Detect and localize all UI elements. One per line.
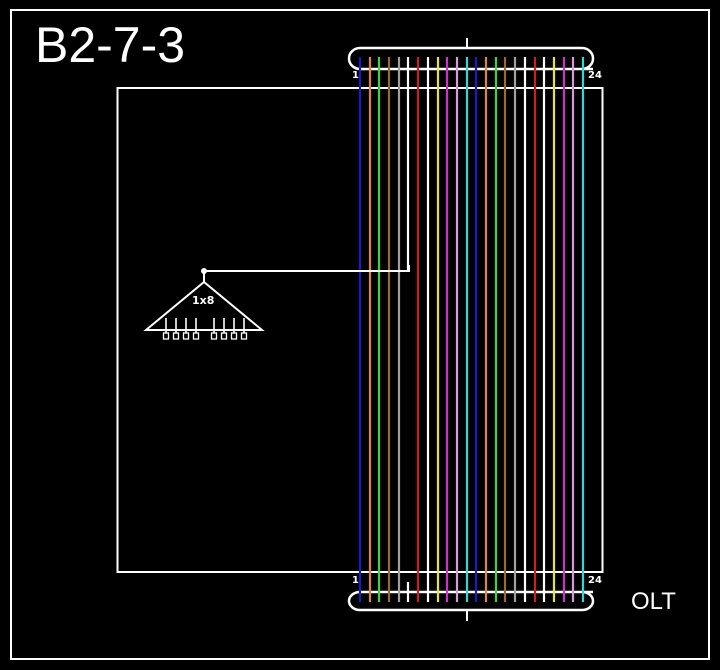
splitter-feeder-line [204, 265, 410, 272]
splitter-output-connector-3 [182, 332, 190, 340]
splitter-output-connector-2 [172, 332, 180, 340]
olt-label: OLT [631, 588, 676, 615]
top-fiber-start-label: 1 [352, 70, 359, 81]
splitter-output-connector-5 [210, 332, 218, 340]
bottom-cable-bracket [347, 590, 595, 621]
bottom-fiber-start-label: 1 [352, 575, 359, 586]
outer-frame [10, 9, 710, 660]
splitter-output-connector-4 [192, 332, 200, 340]
splitter-output-connector-8 [240, 332, 248, 340]
splitter-1x8 [143, 268, 265, 340]
top-fiber-end-label: 24 [588, 70, 602, 81]
splitter-output-connector-6 [220, 332, 228, 340]
bottom-fiber-end-label: 24 [588, 575, 602, 586]
splitter-output-connector-1 [162, 332, 170, 340]
diagram-title: B2-7-3 [35, 17, 186, 73]
top-cable-bracket [347, 38, 595, 71]
splitter-ratio-label: 1x8 [192, 294, 215, 307]
splitter-output-connector-7 [230, 332, 238, 340]
fiber-group [358, 57, 585, 602]
